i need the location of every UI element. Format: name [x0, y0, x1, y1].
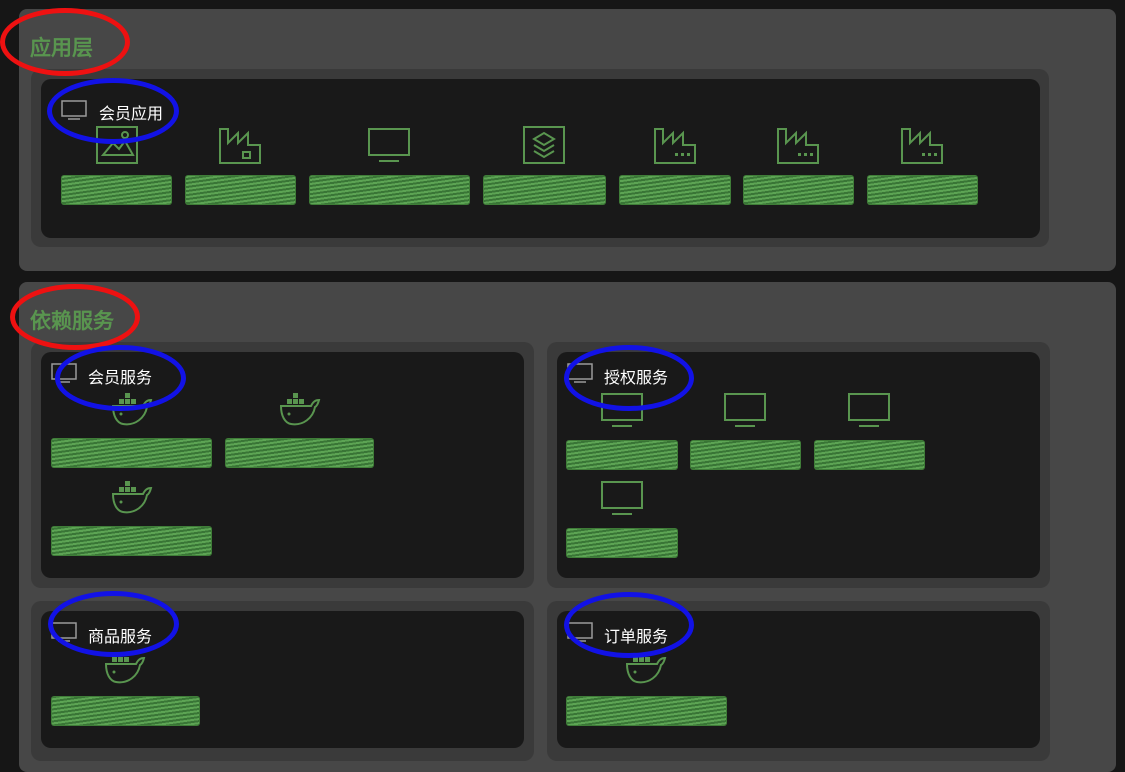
monitor-icon	[51, 363, 77, 383]
factory-dots-icon	[777, 128, 819, 164]
order-service-title: 订单服务	[604, 627, 669, 646]
docker-icon	[104, 656, 146, 684]
auth-service-title: 授权服务	[604, 368, 669, 387]
docker-icon	[625, 656, 667, 684]
node-label	[61, 175, 172, 205]
docker-icon	[279, 393, 321, 426]
node-label	[185, 175, 296, 205]
application-layer-title: 应用层	[30, 36, 93, 60]
monitor-icon	[368, 128, 410, 162]
monitor-icon	[567, 363, 593, 383]
node-label	[566, 440, 678, 470]
monitor-icon	[724, 393, 766, 427]
node-label	[566, 696, 727, 726]
node-label	[51, 696, 200, 726]
goods-service-title: 商品服务	[88, 627, 153, 646]
picture-icon	[96, 126, 138, 164]
docker-icon	[111, 393, 153, 426]
monitor-icon	[601, 481, 643, 515]
factory-dots-icon	[654, 128, 696, 164]
layers-icon	[523, 126, 565, 164]
factory-icon	[219, 128, 261, 164]
monitor-icon	[601, 393, 643, 427]
node-label	[51, 526, 212, 556]
monitor-icon	[61, 100, 87, 120]
member-app-group[interactable]	[41, 79, 1040, 238]
docker-icon	[111, 481, 153, 514]
dependency-layer-title: 依赖服务	[30, 309, 114, 333]
node-label	[867, 175, 978, 205]
node-label	[619, 175, 731, 205]
member-service-title: 会员服务	[88, 368, 153, 387]
node-label	[225, 438, 374, 468]
member-app-title: 会员应用	[99, 104, 164, 123]
node-label	[566, 528, 678, 558]
node-label	[51, 438, 212, 468]
node-label	[690, 440, 801, 470]
node-label	[814, 440, 925, 470]
node-label	[483, 175, 606, 205]
monitor-icon	[848, 393, 890, 427]
factory-dots-icon	[901, 128, 943, 164]
monitor-icon	[51, 622, 77, 642]
node-label	[309, 175, 470, 205]
monitor-icon	[567, 622, 593, 642]
node-label	[743, 175, 854, 205]
